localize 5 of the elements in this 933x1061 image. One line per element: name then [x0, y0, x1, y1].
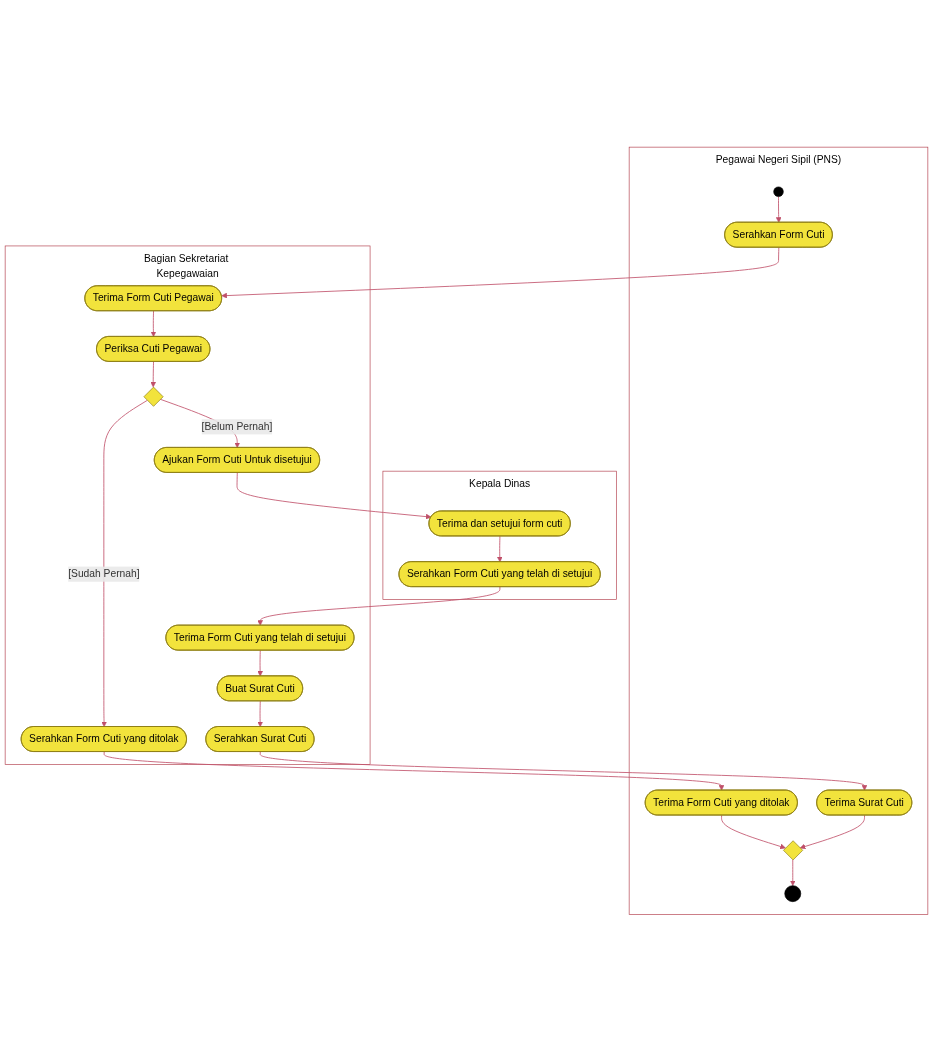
- node-diamond: [783, 840, 804, 860]
- edge-label: [Belum Pernah]: [201, 420, 273, 432]
- edge-label: [Sudah Pernah]: [68, 568, 140, 579]
- node-diamond: [143, 386, 164, 407]
- node-circle: [773, 186, 784, 197]
